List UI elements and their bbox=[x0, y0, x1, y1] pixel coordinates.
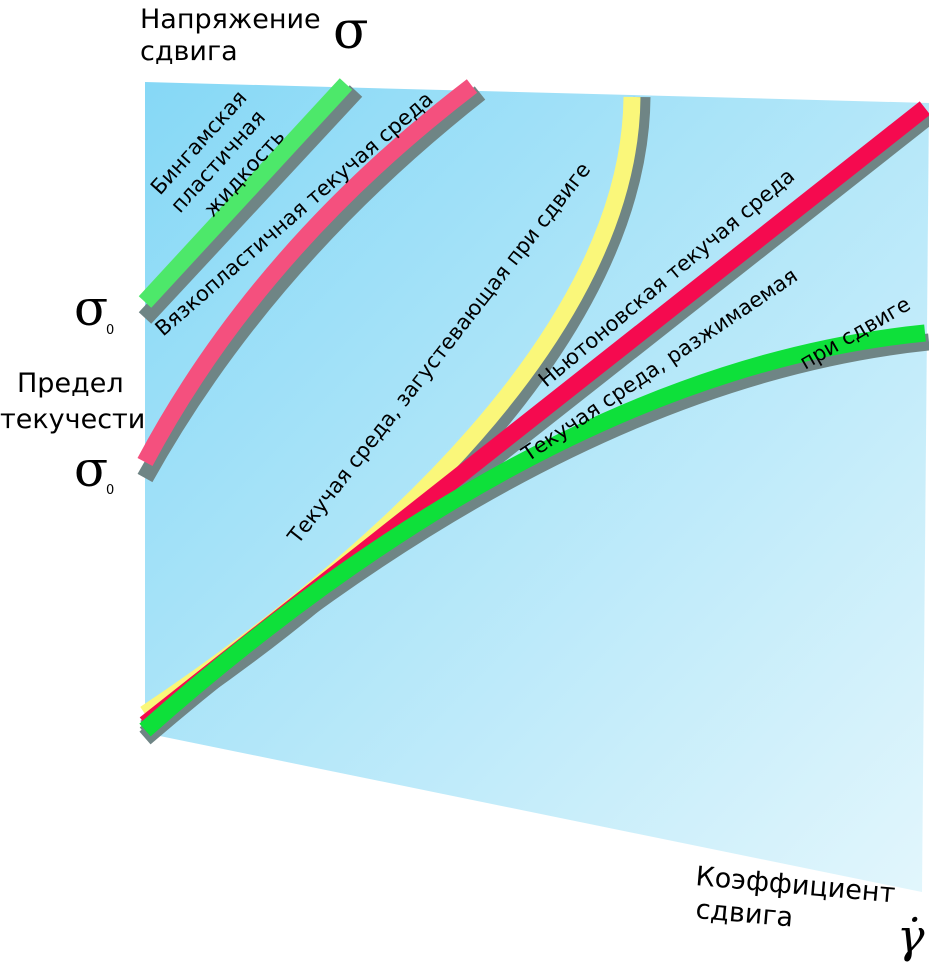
sigma0-subscript: 0 bbox=[106, 323, 114, 338]
bingham-curve bbox=[138, 78, 353, 308]
viscoplastic-shadow bbox=[137, 86, 486, 483]
plot-area bbox=[145, 82, 929, 892]
yield-label-line2: текучести bbox=[0, 404, 145, 435]
sigma0-symbol: σ bbox=[74, 279, 108, 337]
yield-label-line1: Предел bbox=[17, 368, 124, 399]
y-axis-label-line1: Напряжение bbox=[140, 4, 321, 35]
x-axis-label-line2: сдвига bbox=[694, 894, 794, 933]
sigma-symbol: σ bbox=[333, 1, 369, 61]
viscoplastic-curve bbox=[137, 79, 478, 466]
yield-sigma0-subscript: 0 bbox=[106, 483, 114, 498]
yield-sigma0-symbol: σ bbox=[74, 440, 108, 498]
gamma-dot-symbol: γ̇ bbox=[897, 909, 925, 963]
bingham-shadow bbox=[138, 85, 363, 324]
y-axis-label-line2: сдвига bbox=[140, 36, 238, 67]
shear-thinning-curve bbox=[139, 324, 926, 737]
